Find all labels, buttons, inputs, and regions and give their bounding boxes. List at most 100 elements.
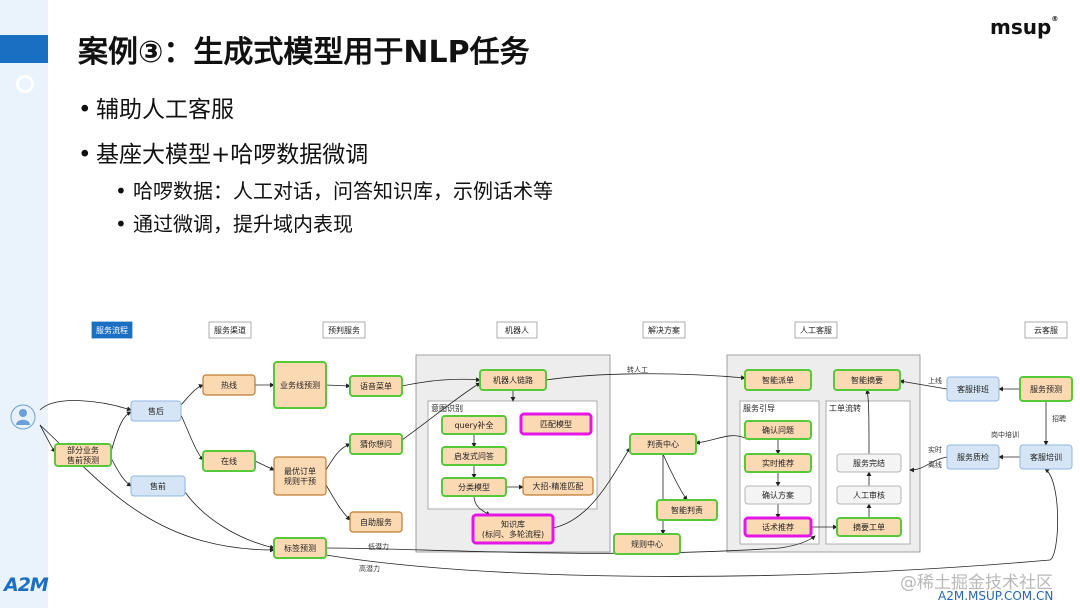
column-header [1024,321,1068,339]
node-label: 服务完结 [853,458,885,468]
node-sched [946,376,1000,402]
edge-label: 实时 [928,445,942,454]
node-label: 机器人链路 [493,375,533,385]
column-header [91,321,133,339]
column-header [322,321,366,339]
node-label: 标签预测 [284,543,316,553]
node-label: 实时推荐 [762,458,794,468]
node-fc [1019,376,1073,402]
flow-arrow [39,400,132,412]
node-label: 智能摘要 [851,375,883,385]
node-kb [471,513,555,545]
node-query [441,415,507,435]
node-label: 猜你想问 [360,439,392,449]
node-label: 自助服务 [360,517,392,527]
node-label: 智能判责 [671,505,703,515]
node-coarse [522,476,594,496]
node-label: 规则中心 [631,539,663,549]
node-label: 客服排班 [957,384,989,394]
node-tag [273,537,327,559]
section-badge [0,35,48,93]
flow-arrow [899,379,948,390]
node-label: 话术推荐 [762,522,794,532]
column-header-label: 服务流程 [96,325,128,335]
column-header-label: 机器人 [505,325,529,335]
node-pre [130,475,186,497]
bullet-text: 基座大模型+哈啰数据微调 [96,142,369,168]
node-self [349,511,403,533]
node-label: 最优订单 [284,466,316,476]
edge-label: 低潜力 [368,542,389,551]
flow-arrow [865,389,871,455]
node-rule [613,533,681,555]
node-hot [202,374,256,396]
node-label: 大招-精准匹配 [533,481,584,491]
bullet-item: •辅助人工客服 [78,97,234,123]
node-rlink [479,369,547,391]
bullet-text: 辅助人工客服 [96,97,234,123]
sub-bullet-text: 通过微调，提升域内表现 [133,212,353,236]
sub-bullet-item: •通过微调，提升域内表现 [115,212,353,236]
footer-url: A2M.MSUP.COM.CN [938,589,1054,603]
bullet-item: •基座大模型+哈啰数据微调 [78,142,369,168]
node-label: 服务预测 [1030,384,1062,394]
node-guess [349,433,403,455]
node-confirmq [744,420,812,440]
flow-arrow [180,384,204,406]
node-label: 匹配模型 [540,419,572,429]
edge-label: 招聘 [1052,414,1066,423]
flow-arrow [325,468,1059,577]
flow-arrow [110,411,132,453]
node-label: 确认方案 [762,490,794,500]
node-judge [629,433,697,455]
circle-icon [16,75,34,93]
edge-label: 转人工 [627,365,648,374]
node-rtrec [744,453,812,473]
node-label: 部分业务 [67,445,99,455]
node-label: 语音菜单 [360,381,392,391]
node-script [743,516,813,538]
node-review [836,485,902,505]
group-label: 服务引导 [743,403,775,413]
group-label: 意图识别 [431,403,463,413]
node-label: 智能派单 [762,375,794,385]
flow-arrow [545,373,746,381]
node-part [54,443,112,467]
flow-arrow [184,491,275,550]
node-label: 分类模型 [458,482,490,492]
column-header [794,321,838,339]
node-label: 摘要工单 [853,522,885,532]
msup-logo: msup® [990,15,1059,39]
node-cls [441,477,507,497]
watermark: @稀土掘金技术社区 [900,573,1053,593]
node-label: 人工审核 [853,490,885,500]
node-label: (标问、多轮流程) [482,529,544,539]
node-label: 热线 [221,380,237,390]
column-header-label: 人工客服 [800,325,832,335]
node-biz [273,361,327,409]
flow-arrow [325,484,351,521]
sub-bullet-text: 哈啰数据：人工对话，问答知识库，示例话术等 [133,179,553,203]
flow-arrow [325,383,351,389]
sidebar-strip [0,0,48,608]
node-qc [946,444,1000,470]
column-header [208,321,252,339]
flow-arrow [909,456,948,473]
node-heur [441,446,507,466]
node-summary [833,369,901,391]
column-header [642,321,686,339]
node-done [836,453,902,473]
edge-label: 岗中培训 [991,430,1019,439]
node-sjudge [656,499,718,521]
edge-label: 离线 [928,460,942,469]
flow-arrow [401,382,481,441]
node-label: query补全 [454,420,493,430]
flow-arrow [552,447,631,529]
column-header-label: 云客服 [1034,325,1058,335]
node-label: 知识库 [501,519,525,529]
a2m-logo: A2M [4,574,49,596]
node-label: 业务线预测 [280,380,320,390]
node-dispatch [744,369,812,391]
user-icon [10,404,36,430]
